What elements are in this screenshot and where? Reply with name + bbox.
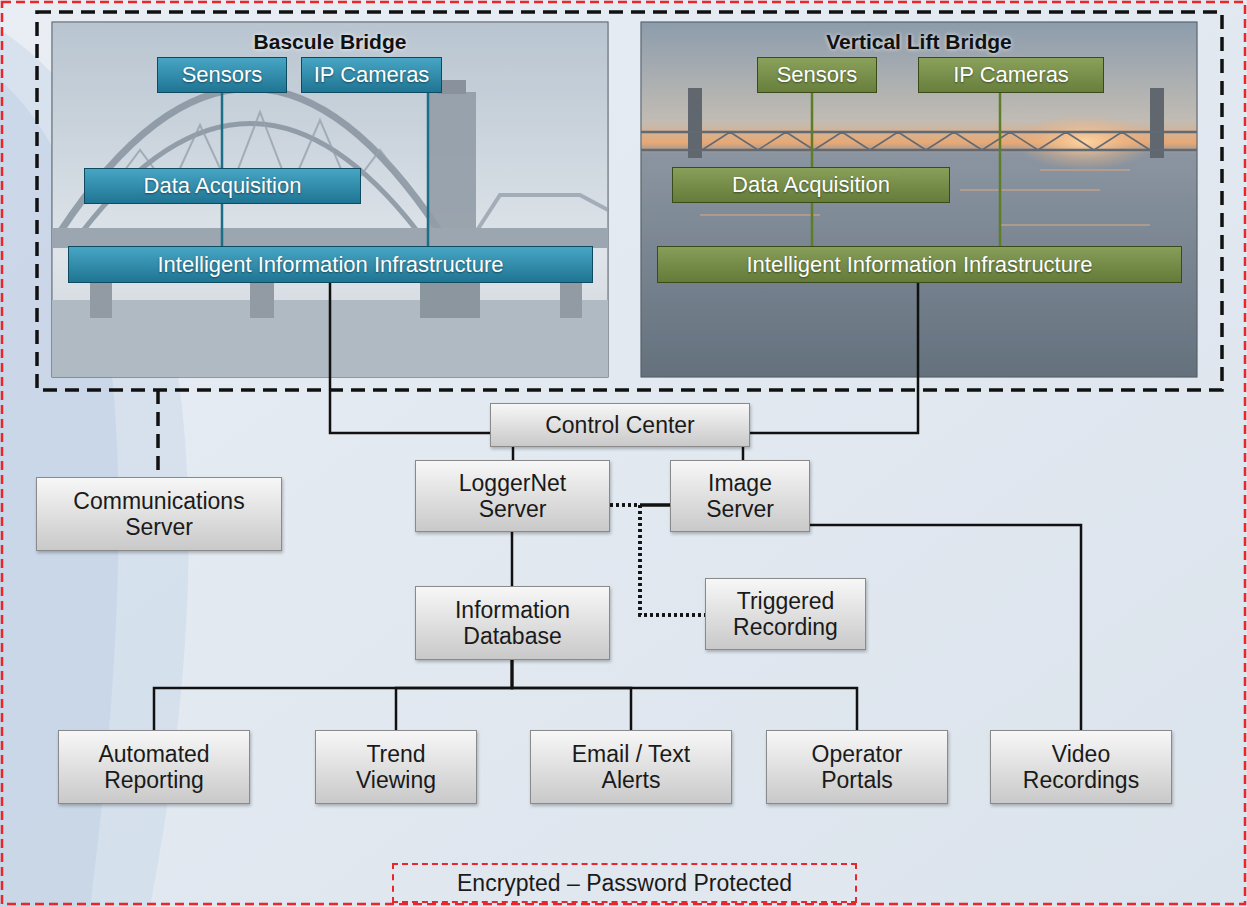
panel-title: Bascule Bridge	[52, 30, 608, 54]
connector-line	[512, 660, 857, 730]
box-label: Image Server	[690, 470, 790, 523]
box-label: Video Recordings	[1016, 741, 1146, 794]
output-box: Trend Viewing	[315, 730, 477, 804]
box-label: LoggerNet Server	[448, 470, 578, 523]
component-box: IP Cameras	[301, 57, 442, 93]
communications-link	[156, 390, 160, 477]
connector-line	[396, 660, 512, 730]
bridge-panel: Vertical Lift BridgeSensors IP CamerasDat…	[641, 22, 1197, 377]
box-label: Trend Viewing	[346, 741, 446, 794]
box-label: Operator Portals	[802, 741, 912, 794]
connector-line	[221, 204, 224, 246]
output-box: Email / Text Alerts	[530, 730, 732, 804]
box-label: IP Cameras	[314, 62, 430, 87]
box-label: IP Cameras	[953, 62, 1069, 87]
box-label: Information Database	[443, 597, 583, 650]
output-box: Operator Portals	[766, 730, 948, 804]
panel-title: Vertical Lift Bridge	[641, 30, 1197, 54]
connector-line	[511, 532, 514, 586]
connector-line	[154, 660, 512, 730]
box-label: Triggered Recording	[721, 588, 851, 641]
box-label: Sensors	[182, 62, 263, 87]
connector-line	[221, 93, 224, 169]
connector-line	[512, 660, 631, 730]
component-box: Data Acquisition	[84, 168, 361, 204]
connector-line	[811, 93, 814, 168]
connector-line	[742, 447, 745, 460]
database-box: Information Database	[415, 586, 610, 660]
connector-line	[750, 283, 918, 433]
server-box: LoggerNet Server	[415, 460, 610, 532]
box-label: Sensors	[777, 62, 858, 87]
component-box: Sensors	[157, 57, 287, 93]
box-label: Data Acquisition	[732, 172, 890, 197]
connector-line	[999, 93, 1002, 247]
process-box: Triggered Recording	[705, 578, 866, 650]
component-box: Intelligent Information Infrastructure	[657, 246, 1182, 283]
connector-line	[512, 447, 515, 460]
box-label: Email / Text Alerts	[556, 741, 706, 794]
server-box: Communications Server	[36, 477, 282, 551]
box-label: Control Center	[545, 412, 695, 438]
box-label: Automated Reporting	[89, 741, 219, 794]
bridge-panel: Bascule BridgeSensors IP CamerasData Acqu…	[52, 22, 608, 377]
connector-line	[330, 283, 490, 433]
connector-line	[427, 93, 430, 247]
box-label: Communications Server	[59, 488, 259, 541]
output-box: Automated Reporting	[58, 730, 250, 804]
site-boundary	[37, 12, 1222, 390]
security-note-box: Encrypted – Password Protected	[392, 863, 857, 903]
component-box: IP Cameras	[918, 57, 1104, 93]
server-box: Image Server	[670, 460, 810, 532]
component-box: Sensors	[757, 57, 877, 93]
connector-line	[811, 203, 814, 246]
box-label: Encrypted – Password Protected	[457, 870, 792, 896]
component-box: Intelligent Information Infrastructure	[68, 246, 593, 283]
server-box: Control Center	[490, 403, 750, 447]
box-label: Intelligent Information Infrastructure	[157, 252, 503, 277]
output-box: Video Recordings	[990, 730, 1172, 804]
box-label: Data Acquisition	[144, 173, 302, 198]
box-label: Intelligent Information Infrastructure	[746, 252, 1092, 277]
component-box: Data Acquisition	[672, 167, 950, 203]
